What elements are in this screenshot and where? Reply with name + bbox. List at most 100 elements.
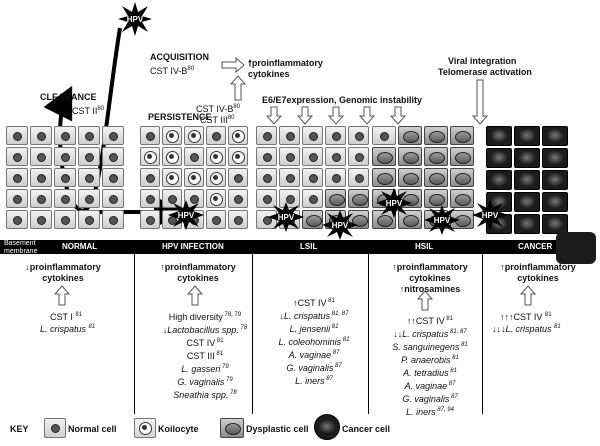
- dysplastic-cell: [398, 126, 422, 145]
- list-item: ↓Lactobacillus spp. 78: [162, 325, 248, 335]
- koilocyte-cell: [184, 126, 204, 145]
- cancer-cell: [486, 170, 512, 190]
- svg-text:HPV: HPV: [278, 213, 295, 222]
- normal-cell: [206, 126, 226, 145]
- normal-cell: [78, 168, 100, 187]
- section-infection: HPV INFECTION: [162, 242, 224, 251]
- dysplastic-cell: [450, 189, 474, 208]
- normal-cell: [256, 126, 277, 145]
- koilocyte-cell: [162, 126, 182, 145]
- list-item: L. coleohominis 81: [278, 337, 350, 347]
- hpv-hsil-icon-2: HPV: [424, 205, 460, 240]
- svg-text:HPV: HPV: [386, 199, 403, 208]
- normal-cell: [102, 168, 124, 187]
- dysplastic-cell: [424, 189, 448, 208]
- koilocyte-cell: [162, 168, 182, 187]
- cancer-cell: [514, 192, 540, 212]
- section-normal: NORMAL: [62, 242, 98, 251]
- cancer-cell: [514, 126, 540, 146]
- cancer-cytokines: ↑proinflammatory cytokines: [500, 262, 576, 283]
- list-item: ↑↑CST IV 81: [406, 316, 454, 326]
- key-koilocyte-icon: [134, 418, 156, 438]
- e6e7-label: E6/E7expression, Genomic instability: [262, 95, 423, 105]
- dysplastic-cell: [398, 147, 422, 166]
- normal-cell: [54, 147, 76, 166]
- list-item: CST IV 81: [186, 338, 224, 348]
- list-item: G. vaginalis 87: [286, 363, 342, 373]
- normal-cell: [256, 189, 277, 208]
- normal-cell: [102, 126, 124, 145]
- list-item: High diversity 78, 79: [168, 312, 242, 322]
- persistence-cst2: CST III80: [200, 115, 235, 125]
- normal-cytokines: ↓proinflammatory cytokines: [25, 262, 101, 283]
- normal-cell: [140, 189, 160, 208]
- cancer-cell: [514, 148, 540, 168]
- dysplastic-cell: [424, 126, 448, 145]
- section-lsil: LSIL: [300, 242, 318, 251]
- koilocyte-cell: [206, 189, 226, 208]
- basement-membrane: [0, 240, 556, 254]
- svg-text:HPV: HPV: [178, 211, 195, 220]
- clearance-cst: CST II80: [72, 106, 105, 116]
- invading-cancer-cells: [556, 232, 596, 264]
- dysplastic-cell: [372, 147, 396, 166]
- normal-cell: [228, 168, 248, 187]
- koilocyte-cell: [228, 126, 248, 145]
- dysplastic-cell: [398, 210, 422, 229]
- normal-cell: [30, 189, 52, 208]
- dysplastic-cell: [398, 168, 422, 187]
- normal-cell: [30, 168, 52, 187]
- divider: [482, 254, 483, 414]
- list-item: G. vaginalis 87: [402, 394, 458, 404]
- hpv-lsil-icon-2: HPV: [322, 210, 358, 245]
- section-cancer: CANCER: [518, 242, 553, 251]
- bottom-up-arrows: [53, 285, 537, 311]
- hpv-infection-icon: HPV: [168, 200, 204, 235]
- key-dysplastic-icon: [220, 418, 244, 438]
- key-dysplastic: Dysplastic cell: [246, 424, 309, 434]
- normal-cell: [256, 168, 277, 187]
- koilocyte-cell: [206, 147, 226, 166]
- normal-cst: CST I 81: [50, 312, 83, 322]
- normal-cell: [228, 210, 248, 229]
- divider: [252, 254, 253, 414]
- cancer-cell: [542, 170, 568, 190]
- normal-cell: [279, 147, 300, 166]
- list-item: L. gasseri 79: [181, 364, 229, 374]
- normal-cell: [348, 126, 369, 145]
- cancer-epithelium: [486, 126, 568, 234]
- normal-cell: [279, 189, 300, 208]
- hsil-epithelium: [372, 126, 474, 229]
- divider: [368, 254, 369, 414]
- hpv-lsil-icon-1: HPV: [268, 202, 304, 237]
- normal-cell: [54, 189, 76, 208]
- acquisition-label: ACQUISITION: [150, 52, 210, 62]
- normal-cell: [102, 210, 124, 229]
- viral-integration-label: Viral integration: [448, 56, 517, 66]
- normal-cell: [78, 189, 100, 208]
- key-title: KEY: [10, 424, 29, 434]
- normal-lcrispatus: L. crispatus 81: [40, 324, 96, 334]
- normal-cell: [78, 210, 100, 229]
- normal-cell: [348, 147, 369, 166]
- normal-cell: [206, 210, 226, 229]
- list-item: L. iners 87, 94: [406, 407, 454, 417]
- list-item: A. vaginae 87: [288, 350, 340, 360]
- normal-cell: [30, 147, 52, 166]
- telomerase-label: Telomerase activation: [438, 67, 532, 77]
- key-normal-icon: [44, 418, 66, 438]
- integration-arrow: [471, 79, 489, 125]
- normal-cell: [140, 210, 160, 229]
- key-koilocyte: Koilocyte: [158, 424, 199, 434]
- normal-cell: [302, 189, 323, 208]
- koilocyte-cell: [140, 147, 160, 166]
- list-item: ↓L. crispatus 81, 87: [279, 311, 349, 321]
- dysplastic-cell: [450, 126, 474, 145]
- normal-cell: [102, 147, 124, 166]
- dysplastic-cell: [450, 168, 474, 187]
- basement-label: Basement membrane: [4, 240, 38, 255]
- dysplastic-cell: [348, 189, 369, 208]
- normal-cell: [348, 168, 369, 187]
- koilocyte-cell: [184, 168, 204, 187]
- normal-cell: [30, 210, 52, 229]
